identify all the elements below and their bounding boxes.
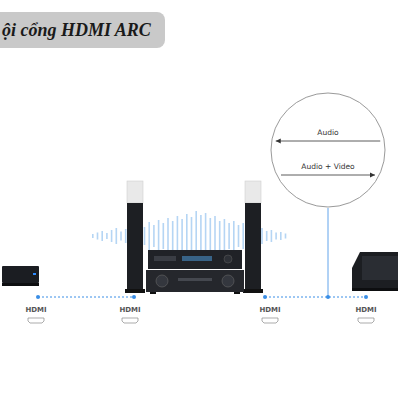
source-device: [2, 266, 39, 286]
wave-bar: [275, 233, 277, 240]
wave-bar: [120, 232, 122, 241]
arrow-label: Audio: [270, 128, 386, 137]
wave-bar: [242, 223, 244, 249]
port-label: HDMI: [355, 306, 376, 314]
wave-bar: [261, 228, 263, 244]
signal-arrow: [276, 141, 381, 142]
callout-circle: AudioAudio + Video: [270, 92, 386, 208]
amplifier: [146, 250, 244, 294]
wave-bar: [219, 221, 221, 251]
arrow-label: Audio + Video: [270, 162, 386, 171]
leader-line: [328, 208, 329, 297]
wave-bar: [172, 221, 174, 251]
wave-bar: [233, 221, 235, 251]
circle-border: [271, 93, 385, 207]
port-label: HDMI: [259, 306, 280, 314]
speaker: [125, 181, 263, 293]
wave-bar: [228, 223, 230, 249]
wave-bar: [271, 230, 273, 242]
wave-bar: [111, 230, 113, 242]
wave-bar: [153, 225, 155, 247]
hdmi-cable: [38, 297, 366, 298]
wave-bar: [167, 218, 169, 254]
wave-bar: [125, 229, 127, 243]
wave-bar: [238, 225, 240, 247]
wave-bar: [285, 234, 287, 239]
title-banner: ội cổng HDMI ARC: [0, 12, 165, 48]
wave-bar: [280, 232, 282, 240]
title-text: ội cổng HDMI ARC: [0, 20, 165, 41]
wave-bar: [106, 233, 108, 239]
wave-bar: [163, 223, 165, 249]
wave-bar: [92, 234, 94, 238]
arrow-head: [276, 139, 281, 144]
port-label: HDMI: [119, 306, 140, 314]
wave-bar: [148, 222, 150, 250]
circle-outline: [270, 92, 386, 208]
connection-dot: [36, 295, 368, 299]
arrow-head: [370, 173, 375, 178]
wave-bar: [116, 228, 118, 244]
wave-bar: [97, 233, 99, 240]
wave-bar: [224, 219, 226, 253]
wave-bar: [266, 231, 268, 241]
hdmi-port-icon: [28, 318, 374, 323]
wave-bar: [191, 217, 193, 255]
tv-device: [352, 252, 398, 291]
wave-bar: [158, 220, 160, 252]
wave-bar: [101, 231, 103, 241]
wave-bar: [210, 218, 212, 254]
signal-arrow: [281, 175, 375, 176]
wave-bar: [181, 219, 183, 253]
wave-bar: [144, 227, 146, 245]
port-label: HDMI: [25, 306, 46, 314]
